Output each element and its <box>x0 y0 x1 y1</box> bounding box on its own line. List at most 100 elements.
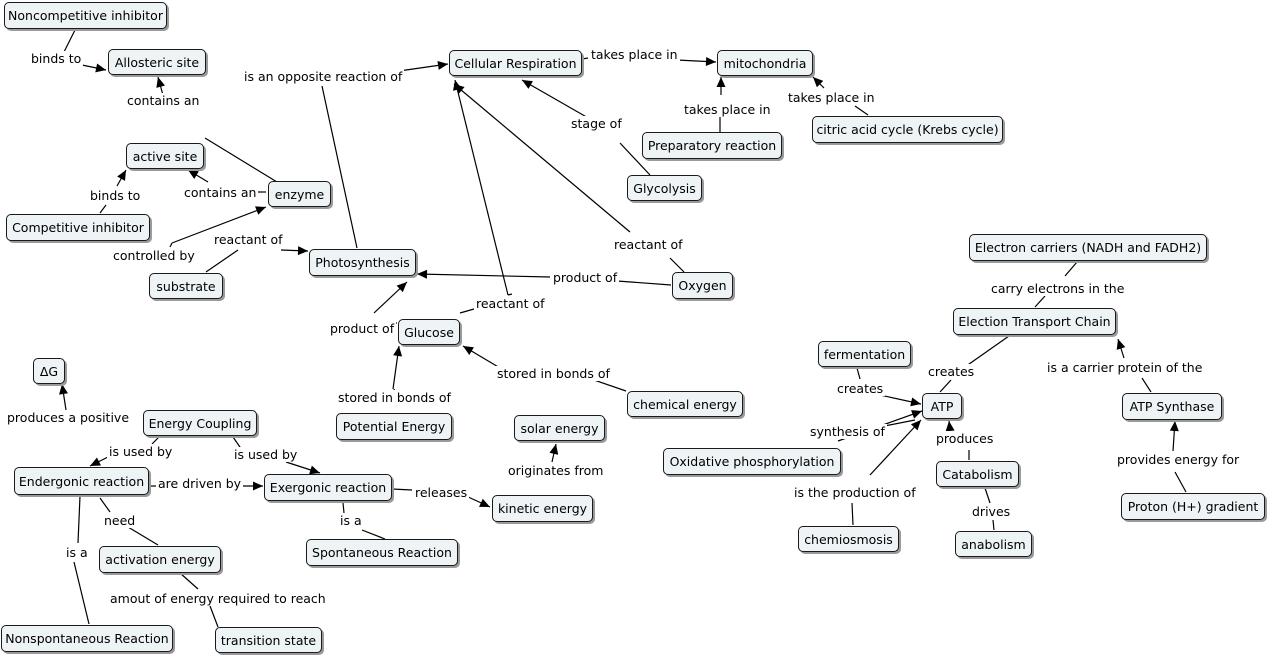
arrowhead-icon <box>549 444 559 455</box>
link-is-a-spontaneous: is a <box>338 513 364 528</box>
node-mitochondria[interactable]: mitochondria <box>717 50 813 76</box>
node-oxidative-phosphorylation[interactable]: Oxidative phosphorylation <box>663 448 841 475</box>
node-electron-transport-chain[interactable]: Election Transport Chain <box>953 308 1116 335</box>
arrowhead-icon <box>705 56 716 66</box>
connector-line <box>205 249 239 273</box>
node-spontaneous-reaction[interactable]: Spontaneous Reaction <box>306 539 458 566</box>
connector-line <box>856 367 861 380</box>
node-atp[interactable]: ATP <box>922 393 962 419</box>
link-produces-positive: produces a positive <box>5 410 132 425</box>
link-controlled-by: controlled by <box>111 248 197 263</box>
link-coupling-used-by-exergonic: is used by <box>232 447 300 462</box>
node-catabolism[interactable]: Catabolism <box>936 461 1019 487</box>
connector-line <box>851 502 854 526</box>
connector-line <box>939 379 952 393</box>
connector-line <box>984 487 991 504</box>
link-chemical-stored-in-bonds: stored in bonds of <box>495 366 612 381</box>
connector-line <box>391 488 413 491</box>
arrowhead-icon <box>255 206 266 215</box>
link-respiration-takes-place-in: takes place in <box>589 47 680 62</box>
connector-line <box>416 273 551 278</box>
link-produces: produces <box>934 431 996 446</box>
node-anabolism[interactable]: anabolism <box>955 531 1032 557</box>
node-allosteric-site[interactable]: Allosteric site <box>108 49 206 75</box>
arrowhead-icon <box>911 410 922 419</box>
link-provides-energy: provides energy for <box>1115 452 1242 467</box>
node-substrate[interactable]: substrate <box>149 273 223 299</box>
arrowhead-icon <box>1116 339 1126 350</box>
node-glucose[interactable]: Glucose <box>398 319 460 345</box>
link-potential-stored-in-bonds: stored in bonds of <box>336 390 453 405</box>
node-krebs-cycle[interactable]: citric acid cycle (Krebs cycle) <box>812 116 1003 143</box>
arrowhead-icon <box>945 421 955 432</box>
connector-line <box>992 519 995 531</box>
node-active-site[interactable]: active site <box>126 143 204 169</box>
node-fermentation[interactable]: fermentation <box>818 341 911 367</box>
connector-line <box>619 142 651 176</box>
node-energy-coupling[interactable]: Energy Coupling <box>143 410 257 436</box>
node-atp-synthase[interactable]: ATP Synthase <box>1122 393 1222 420</box>
link-are-driven-by: are driven by <box>156 476 244 491</box>
node-photosynthesis[interactable]: Photosynthesis <box>309 249 416 276</box>
arrowhead-icon <box>813 77 824 88</box>
link-glucose-reactant-of: reactant of <box>474 296 547 311</box>
connector-line <box>453 83 631 233</box>
arrowhead-icon <box>463 346 474 355</box>
link-need: need <box>102 513 138 528</box>
node-glycolysis[interactable]: Glycolysis <box>627 175 702 201</box>
node-kinetic-energy[interactable]: kinetic energy <box>492 495 593 522</box>
link-oxygen-reactant-of: reactant of <box>612 237 685 252</box>
connector-line <box>321 85 358 249</box>
arrowhead-icon <box>479 498 490 507</box>
connector-line <box>77 495 81 544</box>
connector-line <box>507 293 513 296</box>
node-electron-carriers[interactable]: Electron carriers (NADH and FADH2) <box>969 234 1207 261</box>
node-noncompetitive-inhibitor[interactable]: Noncompetitive inhibitor <box>4 2 167 29</box>
link-fermentation-creates: creates <box>835 381 886 396</box>
connector-line <box>361 529 386 540</box>
arrowhead-icon <box>910 397 921 407</box>
arrowhead-icon <box>95 63 106 73</box>
node-cellular-respiration[interactable]: Cellular Respiration <box>449 50 582 76</box>
connector-line <box>204 137 278 183</box>
node-proton-gradient[interactable]: Proton (H+) gradient <box>1121 493 1265 520</box>
node-potential-energy[interactable]: Potential Energy <box>336 413 452 440</box>
connector-line <box>151 436 160 445</box>
arrowhead-icon <box>59 384 68 395</box>
connector-line <box>1174 471 1187 493</box>
arrowhead-icon <box>1169 421 1179 432</box>
node-exergonic-reaction[interactable]: Exergonic reaction <box>264 474 392 501</box>
node-transition-state[interactable]: transition state <box>215 627 322 653</box>
link-glucose-product-of: product of <box>328 321 397 336</box>
connector-line <box>1141 377 1152 393</box>
node-oxygen[interactable]: Oxygen <box>672 272 733 299</box>
link-contains-an-active: contains an <box>182 185 259 200</box>
node-enzyme[interactable]: enzyme <box>268 181 331 207</box>
link-substrate-reactant-of: reactant of <box>212 232 285 247</box>
arrowhead-icon <box>393 346 403 357</box>
link-binds-to-active: binds to <box>88 188 143 203</box>
arrowhead-icon <box>188 170 199 180</box>
node-solar-energy[interactable]: solar energy <box>514 415 605 441</box>
connector-line <box>581 57 589 60</box>
link-krebs-takes-place-in: takes place in <box>786 90 877 105</box>
arrowhead-icon <box>396 282 407 293</box>
node-chemical-energy[interactable]: chemical energy <box>627 391 743 417</box>
node-endergonic-reaction[interactable]: Endergonic reaction <box>14 467 149 495</box>
link-etc-creates: creates <box>926 364 977 379</box>
connector-line <box>454 79 509 296</box>
node-chemiosmosis[interactable]: chemiosmosis <box>798 526 899 552</box>
node-delta-g[interactable]: ΔG <box>33 358 65 384</box>
connector-line <box>171 206 267 244</box>
link-originates-from: originates from <box>506 463 606 478</box>
connector-line <box>593 379 627 392</box>
node-nonspontaneous-reaction[interactable]: Nonspontaneous Reaction <box>1 625 173 652</box>
node-preparatory-reaction[interactable]: Preparatory reaction <box>642 132 782 159</box>
connector-line <box>99 497 111 513</box>
node-activation-energy[interactable]: activation energy <box>99 546 221 573</box>
node-competitive-inhibitor[interactable]: Competitive inhibitor <box>6 214 150 241</box>
arrowhead-icon <box>253 481 263 491</box>
connector-line <box>459 308 475 314</box>
